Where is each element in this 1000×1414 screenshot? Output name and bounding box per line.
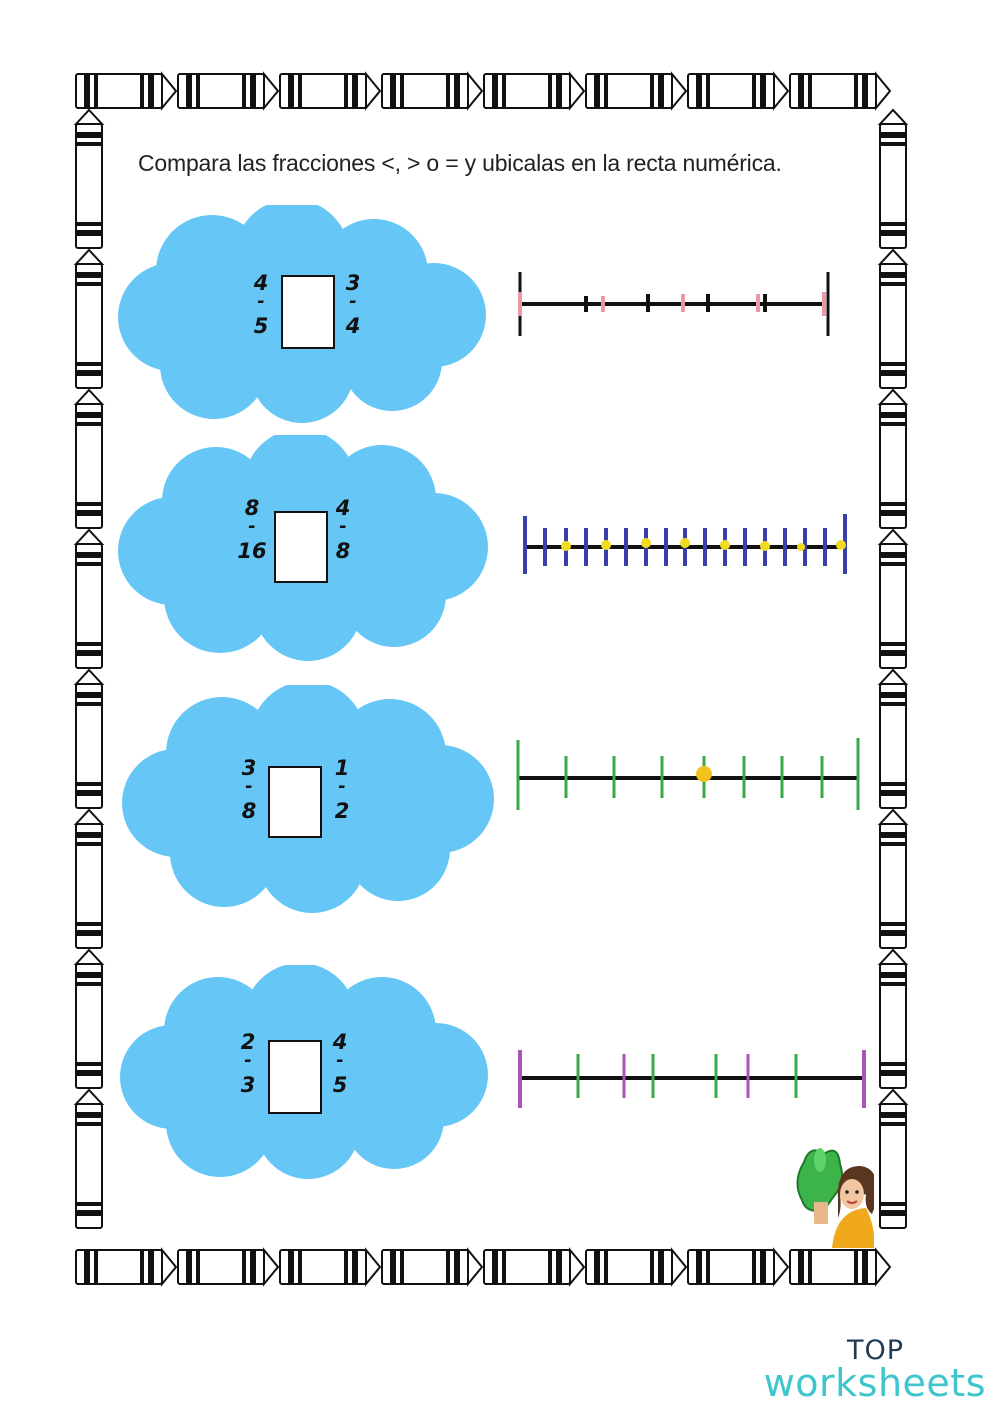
crayon — [381, 71, 484, 111]
point-marker — [797, 543, 805, 551]
crayon — [381, 1247, 484, 1287]
girl-thumbs-up-icon — [796, 1148, 874, 1248]
fraction-bar: - — [336, 1050, 344, 1071]
crayon — [73, 1088, 105, 1229]
fraction-right-2: 4 - 8 — [328, 498, 358, 562]
crayon — [877, 108, 909, 249]
crayon — [585, 71, 688, 111]
crayon — [687, 1247, 790, 1287]
answer-box-2[interactable] — [274, 511, 328, 583]
cloud-1 — [118, 205, 486, 423]
numerator: 3 — [345, 271, 361, 295]
denominator: 5 — [253, 314, 269, 338]
crayon — [483, 1247, 586, 1287]
instruction-text: Compara las fracciones <, > o = y ubical… — [138, 150, 782, 176]
fraction-bar: - — [339, 516, 347, 537]
denominator: 4 — [345, 314, 361, 338]
crayon — [877, 528, 909, 669]
numerator: 4 — [253, 271, 269, 295]
fraction-bar: - — [248, 516, 256, 537]
crayon — [73, 388, 105, 529]
crayon — [687, 71, 790, 111]
denominator: 5 — [332, 1073, 348, 1097]
crayon — [789, 71, 892, 111]
crayon — [73, 528, 105, 669]
denominator: 16 — [237, 539, 267, 563]
fraction-bar: - — [349, 291, 357, 312]
fraction-left-3: 3 - 8 — [234, 758, 264, 822]
crayon — [73, 808, 105, 949]
cloud-2 — [118, 435, 488, 661]
fraction-bar: - — [338, 776, 346, 797]
point-marker — [561, 541, 571, 551]
point-marker — [760, 541, 770, 551]
numerator: 3 — [241, 756, 257, 780]
answer-box-4[interactable] — [268, 1040, 322, 1114]
denominator: 8 — [241, 799, 257, 823]
crayon — [877, 388, 909, 529]
fraction-right-3: 1 - 2 — [327, 758, 357, 822]
fraction-left-1: 4 - 5 — [246, 273, 276, 337]
crayon — [73, 948, 105, 1089]
crayon — [483, 71, 586, 111]
point-marker — [641, 538, 651, 548]
denominator: 3 — [240, 1073, 256, 1097]
answer-box-1[interactable] — [281, 275, 335, 349]
crayon — [789, 1247, 892, 1287]
crayon — [75, 71, 178, 111]
fraction-right-4: 4 - 5 — [325, 1032, 355, 1096]
point-marker — [696, 766, 712, 782]
point-marker — [720, 540, 730, 550]
denominator: 2 — [334, 799, 350, 823]
answer-box-3[interactable] — [268, 766, 322, 838]
crayon — [73, 668, 105, 809]
numerator: 8 — [244, 496, 260, 520]
crayon — [877, 1088, 909, 1229]
crayon — [877, 808, 909, 949]
fraction-bar: - — [245, 776, 253, 797]
number-line-4[interactable] — [512, 1044, 872, 1114]
point-marker — [836, 540, 846, 550]
crayon — [73, 108, 105, 249]
numerator: 4 — [335, 496, 351, 520]
fraction-left-2: 8 - 16 — [234, 498, 270, 562]
fraction-left-4: 2 - 3 — [233, 1032, 263, 1096]
point-marker — [680, 538, 690, 548]
denominator: 8 — [335, 539, 351, 563]
number-line-3[interactable] — [508, 738, 868, 818]
crayon — [585, 1247, 688, 1287]
brand-bottom-text: worksheets — [763, 1361, 986, 1406]
number-line-1[interactable] — [510, 268, 840, 338]
numerator: 1 — [334, 756, 350, 780]
number-line-2[interactable] — [515, 512, 855, 582]
crayon — [279, 1247, 382, 1287]
numerator: 2 — [240, 1030, 256, 1054]
crayon — [877, 948, 909, 1089]
crayon — [177, 71, 280, 111]
crayon — [177, 1247, 280, 1287]
brand-logo: TOP worksheets — [764, 1337, 986, 1404]
fraction-right-1: 3 - 4 — [338, 273, 368, 337]
point-marker — [601, 540, 611, 550]
brand-top-text: TOP — [846, 1335, 904, 1367]
crayon — [877, 248, 909, 389]
crayon — [279, 71, 382, 111]
crayon — [73, 248, 105, 389]
crayon — [75, 1247, 178, 1287]
fraction-bar: - — [244, 1050, 252, 1071]
numerator: 4 — [332, 1030, 348, 1054]
crayon — [877, 668, 909, 809]
fraction-bar: - — [257, 291, 265, 312]
